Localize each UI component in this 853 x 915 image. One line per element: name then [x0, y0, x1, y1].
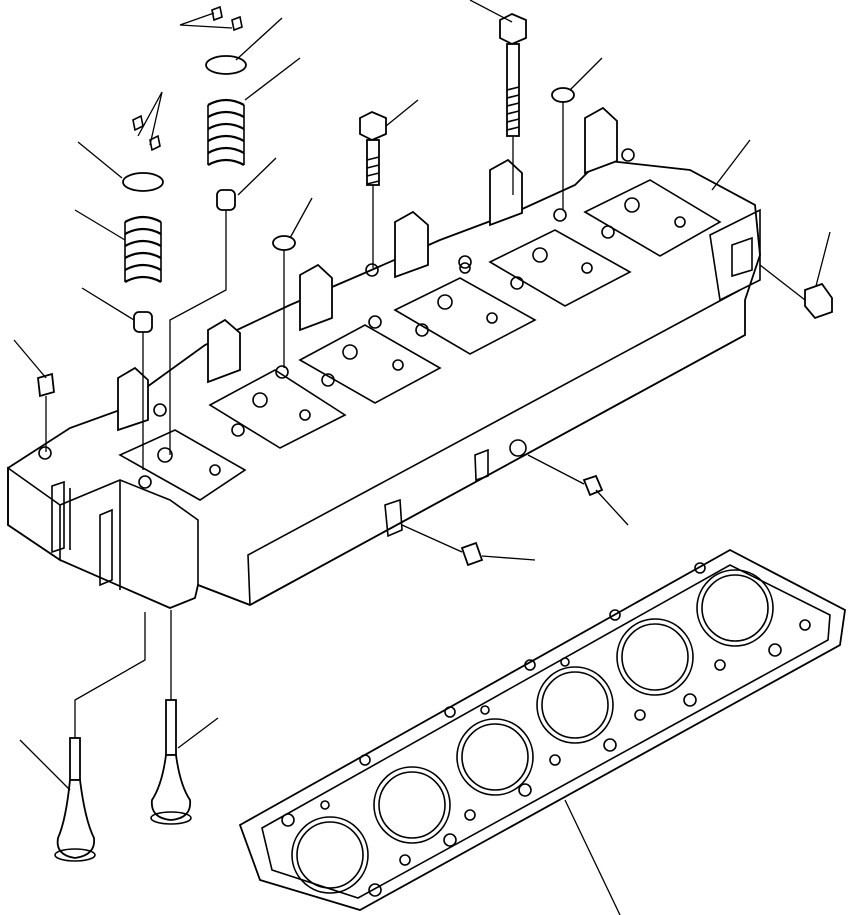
valve-stem-seal-intake[interactable]: [216, 189, 236, 211]
spring-retainer-exhaust[interactable]: [122, 172, 164, 192]
plug-side-1[interactable]: [582, 474, 604, 497]
plug-front[interactable]: [37, 372, 55, 398]
valve-keepers-intake[interactable]: [211, 5, 243, 32]
valve-stem-seal-exhaust[interactable]: [133, 311, 153, 333]
spring-retainer-intake[interactable]: [205, 55, 247, 75]
valve-spring-exhaust[interactable]: [124, 215, 162, 283]
plug-side-2[interactable]: [460, 541, 484, 567]
valve-spring-intake[interactable]: [207, 98, 245, 166]
head-bolt-long[interactable]: [499, 13, 527, 137]
cylinder-head[interactable]: [7, 106, 761, 609]
intake-valve[interactable]: [54, 737, 96, 862]
leader-lines: [13, 0, 831, 915]
sealing-washer-2[interactable]: [272, 235, 296, 251]
head-bolt-short[interactable]: [359, 111, 387, 186]
plug-rear[interactable]: [804, 282, 833, 320]
head-gasket[interactable]: [238, 548, 846, 911]
exhaust-valve[interactable]: [150, 699, 192, 825]
